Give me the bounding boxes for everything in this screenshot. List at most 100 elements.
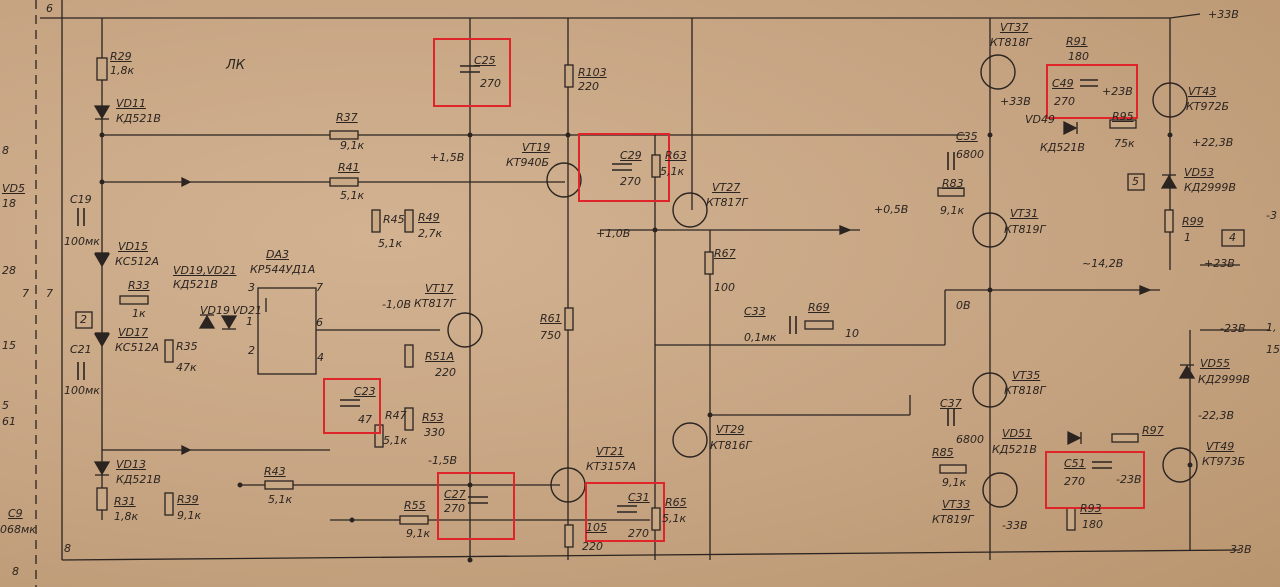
voltage-label: +1,5В — [430, 151, 465, 164]
value-r83: 9,1к — [940, 204, 965, 217]
edge-fragment: 8 — [2, 144, 9, 157]
ref-c51: C51 — [1064, 457, 1086, 470]
ref-r67: R67 — [714, 247, 736, 260]
node-number: 8 — [12, 565, 19, 578]
ref-c29: C29 — [620, 149, 642, 162]
ref-vd19: VD19 — [200, 304, 230, 317]
value-vt27: КТ817Г — [706, 196, 748, 209]
ref-r29: R29 — [110, 50, 132, 63]
value-r39: 9,1к — [177, 509, 202, 522]
value-vt29: КТ816Г — [710, 439, 752, 452]
value-r35: 47к — [176, 361, 197, 374]
ref-vt17: VT17 — [425, 282, 454, 295]
ref-c9: C9 — [8, 507, 23, 520]
value-r37: 9,1к — [340, 139, 365, 152]
pin-number: 2 — [248, 344, 255, 357]
value-c9: 068мк — [0, 523, 36, 536]
value-r65: 5,1к — [662, 512, 687, 525]
ref-vd13: VD13 — [116, 458, 146, 471]
ref-c21: C21 — [70, 343, 92, 356]
ref-r93: R93 — [1080, 502, 1102, 515]
ref-r95: R95 — [1112, 110, 1134, 123]
value-r29: 1,8к — [110, 64, 135, 77]
voltage-label: -33В — [1002, 519, 1028, 532]
pin-number: 4 — [317, 351, 324, 364]
ref-c31: C31 — [628, 491, 650, 504]
ref-vd19-vd21: VD19,VD21 — [173, 264, 237, 277]
ref-vt37: VT37 — [1000, 21, 1029, 34]
highlight-c49 — [1046, 64, 1138, 119]
value-r43: 5,1к — [268, 493, 293, 506]
ref-r53: R53 — [422, 411, 444, 424]
ref-r85: R85 — [932, 446, 954, 459]
voltage-label: -22,3В — [1198, 409, 1235, 422]
ref-r91: R91 — [1066, 35, 1088, 48]
voltage-label: +23В — [1102, 85, 1133, 98]
ref-vt21: VT21 — [596, 445, 625, 458]
ref-r103: R103 — [578, 66, 607, 79]
value-vt17: КТ817Г — [414, 297, 456, 310]
value-vd55: КД2999В — [1198, 373, 1250, 386]
value-r103: 220 — [578, 80, 599, 93]
ref-r97: R97 — [1142, 424, 1164, 437]
ref-r49: R49 — [418, 211, 440, 224]
ref-vd53: VD53 — [1184, 166, 1214, 179]
ref-vd21: VD21 — [232, 304, 262, 317]
value-r69: 10 — [845, 327, 859, 340]
ref-r33: R33 — [128, 279, 150, 292]
value-vt31: КТ819Г — [1004, 223, 1046, 236]
value-r93: 180 — [1082, 518, 1103, 531]
ref-vt29: VT29 — [716, 423, 745, 436]
value-vt21: КТ3157А — [586, 460, 637, 473]
value-r91: 180 — [1068, 50, 1089, 63]
ref-vd5: VD5 — [2, 182, 25, 195]
edge-fragment: 28 — [2, 264, 16, 277]
ref-r69: R69 — [808, 301, 830, 314]
ref-vt27: VT27 — [712, 181, 741, 194]
highlight-c51 — [1045, 451, 1145, 509]
value-c51: 270 — [1064, 475, 1085, 488]
value-vd13: КД521В — [116, 473, 161, 486]
value-c33: 0,1мк — [744, 331, 777, 344]
node-number: 7 — [22, 287, 29, 300]
value-vd49: КД521В — [1040, 141, 1085, 154]
pin-number: 6 — [316, 316, 323, 329]
pin-number: 3 — [248, 281, 255, 294]
ref-c35: C35 — [956, 130, 978, 143]
ref-vd11: VD11 — [116, 97, 146, 110]
ref-r37: R37 — [336, 111, 358, 124]
node-number: 7 — [46, 287, 53, 300]
highlight-c27 — [437, 472, 515, 540]
voltage-label: +33В — [1000, 95, 1031, 108]
voltage-label: 0В — [956, 299, 971, 312]
value-vt43: КТ972Б — [1186, 100, 1230, 113]
ref-vd15: VD15 — [118, 240, 148, 253]
ref-r35: R35 — [176, 340, 198, 353]
ref-vd55: VD55 — [1200, 357, 1230, 370]
value-vd19-vd21: КД521В — [173, 278, 218, 291]
ref-vd51: VD51 — [1002, 427, 1032, 440]
ref-vd17: VD17 — [118, 326, 148, 339]
voltage-label: +1,0В — [596, 227, 631, 240]
edge-fragment: 15 — [1266, 343, 1280, 356]
value-c29: 270 — [620, 175, 641, 188]
value-vt19: КТ940Б — [506, 156, 550, 169]
voltage-label: +0,5В — [874, 203, 909, 216]
ref-r47: R47 — [385, 409, 407, 422]
value-r33: 1к — [132, 307, 146, 320]
value-r51a: 220 — [435, 366, 456, 379]
ref-vt35: VT35 — [1012, 369, 1041, 382]
voltage-label: +23В — [1204, 257, 1235, 270]
ref-r105: 105 — [586, 521, 607, 534]
value-c27: 270 — [444, 502, 465, 515]
boxed-number: 5 — [1132, 175, 1139, 188]
ref-vt19: VT19 — [522, 141, 551, 154]
voltage-label: +22,3В — [1192, 136, 1234, 149]
voltage-label: -1,5В — [428, 454, 458, 467]
ref-vt43: VT43 — [1188, 85, 1217, 98]
node-number: 6 — [46, 2, 53, 15]
boxed-number: 2 — [80, 313, 87, 326]
value-vd11: КД521В — [116, 112, 161, 125]
